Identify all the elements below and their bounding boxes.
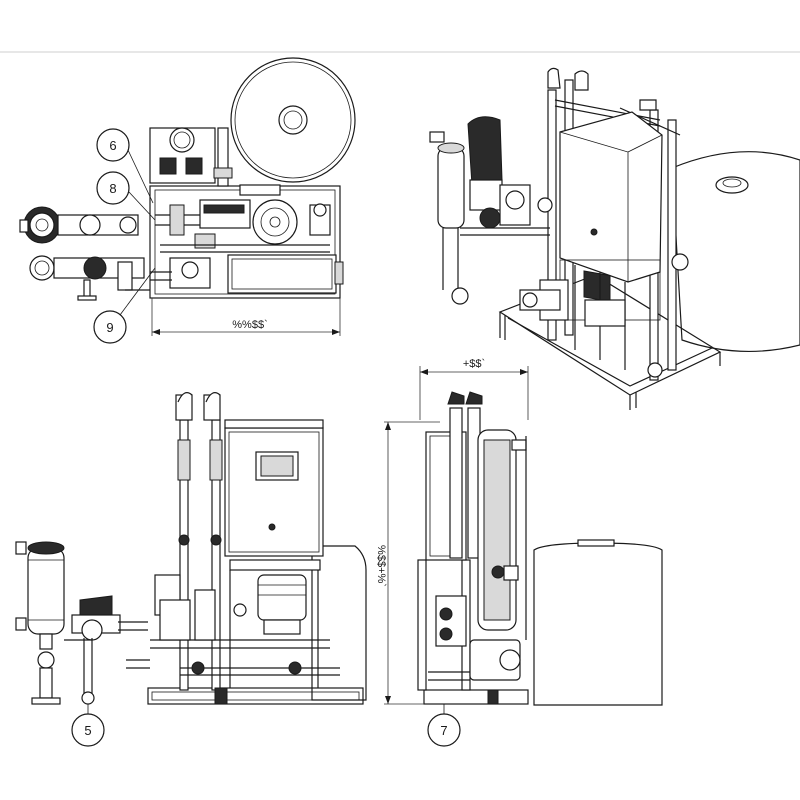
callout-8	[96, 171, 130, 205]
front-view: 5	[15, 392, 367, 747]
callout-7-label: 7	[440, 723, 447, 738]
callout-5-label: 5	[84, 723, 91, 738]
front-tank	[311, 545, 367, 701]
callout-8-label: 8	[109, 181, 116, 196]
callout-8-leader	[128, 191, 156, 221]
front-control-cabinet	[224, 427, 324, 557]
iso-display-screen	[583, 270, 611, 303]
front-pump-motor	[257, 574, 307, 621]
side-base	[423, 689, 529, 705]
pump-impeller	[252, 199, 298, 245]
callout-9-label: 9	[106, 320, 113, 335]
pump-top	[199, 199, 251, 229]
isometric-view	[429, 67, 800, 410]
callout-6-leader	[127, 149, 154, 204]
callout-9-leader	[119, 267, 156, 316]
iso-disc-filter	[467, 116, 503, 186]
front-base	[147, 687, 364, 705]
front-cartridge-filter	[27, 547, 65, 635]
top-view-dimension-text: %%$$`	[232, 319, 267, 331]
iso-control-cabinet	[559, 111, 663, 283]
callout-7	[427, 713, 461, 747]
side-width-dimension-text: +$$`	[463, 358, 485, 370]
tank-lid	[278, 105, 308, 135]
top-view: %%$$` 6 8 9	[19, 57, 356, 344]
side-tank	[533, 542, 663, 706]
callout-6	[96, 128, 130, 162]
callout-9	[93, 310, 127, 344]
callout-5	[71, 713, 105, 747]
iso-cartridge-filter	[437, 147, 465, 229]
gauge-valve-top	[29, 255, 55, 281]
side-height-dimension-text: %$$+%`	[375, 545, 387, 587]
callout-6-label: 6	[109, 138, 116, 153]
filter-housing-top	[227, 254, 337, 294]
side-view: +$$` %$$+%` 7	[375, 358, 663, 747]
